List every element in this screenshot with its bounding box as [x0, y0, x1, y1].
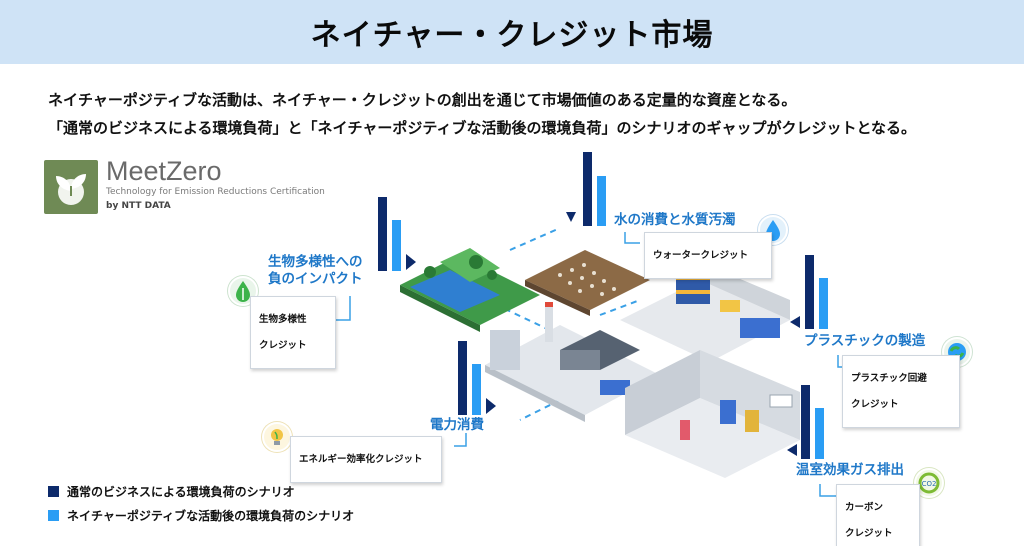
bar-pair-electricity: [458, 341, 496, 415]
label-electricity: 電力消費: [430, 417, 484, 434]
nature-land-tile: [400, 248, 540, 332]
credit-water-line1: ウォータークレジット: [653, 250, 749, 261]
credit-box-water: ウォータークレジット: [644, 232, 772, 279]
label-biodiversity: 生物多様性への 負のインパクト: [268, 254, 363, 288]
factory-tile: [485, 302, 660, 422]
credit-box-biodiversity: 生物多様性 クレジット: [250, 296, 336, 369]
credit-ghg-line1: カーボン: [845, 502, 884, 513]
legend-item-business-as-usual: 通常のビジネスによる環境負荷のシナリオ: [48, 483, 295, 500]
label-ghg: 温室効果ガス排出: [796, 462, 904, 479]
svg-text:CO2: CO2: [922, 480, 937, 488]
label-plastic: プラスチックの製造: [804, 333, 925, 350]
logo-name: MeetZero: [106, 156, 222, 186]
label-biodiversity-line1: 生物多様性への: [268, 254, 363, 270]
logo-by: by NTT DATA: [106, 201, 171, 211]
bar-pair-water: [566, 152, 606, 226]
label-electricity-line1: 電力消費: [430, 417, 484, 433]
credit-box-ghg: カーボン クレジット: [836, 484, 920, 546]
credit-electricity-line1: エネルギー効率化クレジット: [299, 454, 423, 465]
label-ghg-line1: 温室効果ガス排出: [796, 462, 904, 478]
credit-biodiversity-line2: クレジット: [259, 340, 307, 351]
legend-label-nature-positive: ネイチャーポジティブな活動後の環境負荷のシナリオ: [67, 509, 355, 523]
intro-line-1: ネイチャーポジティブな活動は、ネイチャー・クレジットの創出を通じて市場価値のある…: [48, 91, 797, 109]
meetzero-logo-mark-icon: [44, 160, 98, 214]
credit-ghg-line2: クレジット: [845, 528, 893, 539]
farm-tile: [525, 250, 650, 316]
credit-biodiversity-line1: 生物多様性: [259, 314, 307, 325]
credit-box-plastic: プラスチック回避 クレジット: [842, 355, 960, 428]
bar-pair-ghg: [787, 385, 824, 459]
bar-pair-plastic: [790, 255, 828, 329]
credit-box-electricity: エネルギー効率化クレジット: [290, 436, 442, 483]
water-drop-icon: [758, 215, 788, 245]
label-water-line1: 水の消費と水質汚濁: [614, 212, 736, 228]
legend-item-nature-positive: ネイチャーポジティブな活動後の環境負荷のシナリオ: [48, 507, 354, 524]
intro-text: ネイチャーポジティブな活動は、ネイチャー・クレジットの創出を通じて市場価値のある…: [48, 86, 916, 142]
label-plastic-line1: プラスチックの製造: [804, 333, 926, 349]
meetzero-logo: MeetZero Technology for Emission Reducti…: [44, 156, 344, 216]
credit-plastic-line2: クレジット: [851, 399, 899, 410]
credit-arrows: [336, 232, 850, 497]
co2-icon: CO2: [914, 468, 944, 498]
label-biodiversity-line2: 負のインパクト: [268, 271, 363, 287]
lightbulb-icon: [262, 422, 292, 452]
bar-pair-biodiversity: [378, 197, 416, 271]
label-water: 水の消費と水質汚濁: [614, 212, 736, 229]
legend-swatch-light: [48, 510, 59, 521]
credit-plastic-line1: プラスチック回避: [851, 373, 927, 384]
title-bar: ネイチャー・クレジット市場: [0, 0, 1024, 64]
intro-line-2: 「通常のビジネスによる環境負荷」と「ネイチャーポジティブな活動後の環境負荷」のシ…: [48, 119, 917, 137]
legend-label-business-as-usual: 通常のビジネスによる環境負荷のシナリオ: [67, 485, 295, 499]
page-title: ネイチャー・クレジット市場: [310, 18, 714, 53]
logo-tagline: Technology for Emission Reductions Certi…: [106, 187, 325, 197]
store-tile: [625, 350, 800, 478]
legend-swatch-dark: [48, 486, 59, 497]
